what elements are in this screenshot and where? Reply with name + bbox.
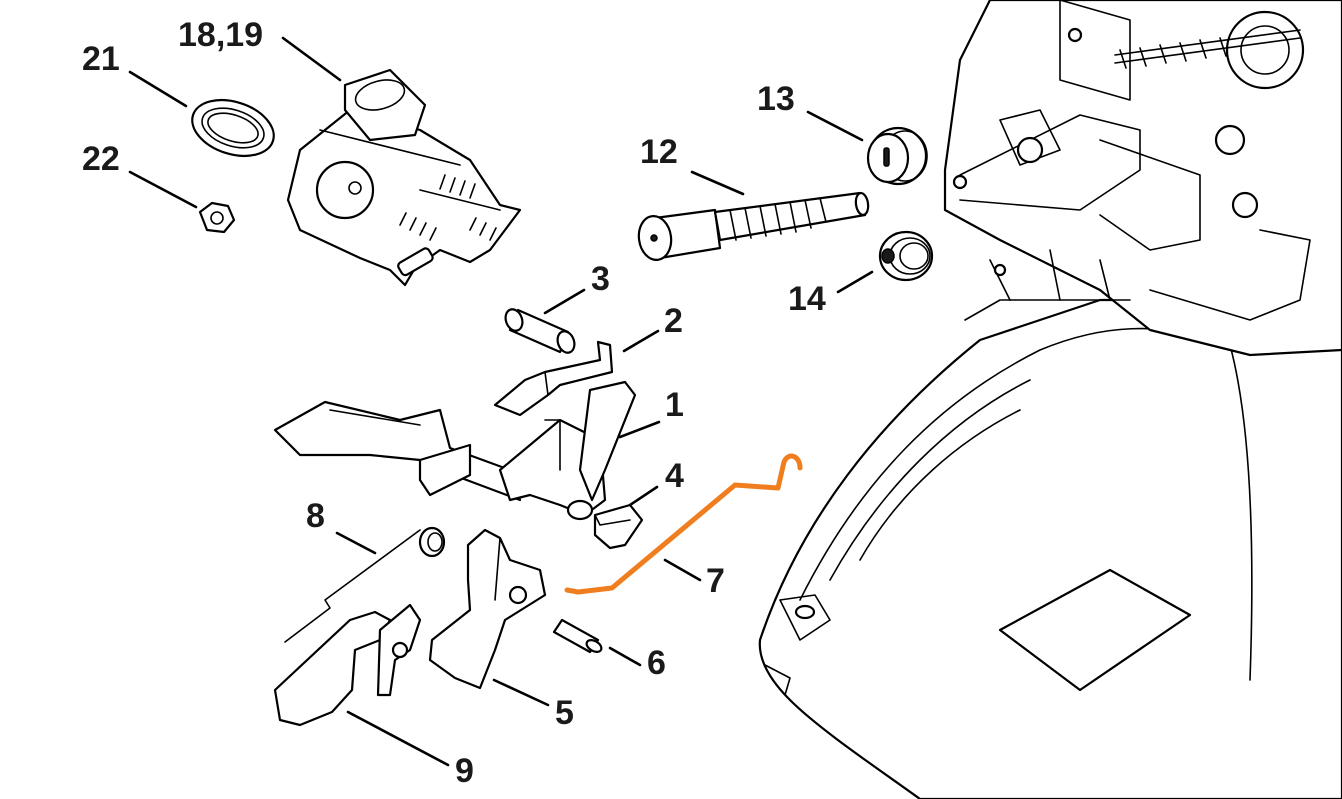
part-2-lever [493, 340, 614, 417]
part-6-pin [552, 618, 603, 654]
callout-22: 22 [82, 140, 120, 178]
part-14-spring [878, 230, 934, 282]
callout-3: 3 [591, 260, 610, 298]
callout-18-19: 18,19 [178, 16, 263, 54]
part-18-19-carburetor [286, 68, 522, 287]
housing [758, 0, 1342, 799]
callout-labels: 18,19 21 22 12 13 14 3 2 1 4 7 6 5 8 9 [82, 16, 826, 790]
callout-5: 5 [555, 694, 574, 732]
leader-lines [128, 36, 874, 767]
part-7-throttle-rod [564, 453, 803, 595]
part-9-handle-lever [273, 603, 422, 727]
callout-1: 1 [665, 386, 684, 424]
callout-9: 9 [455, 752, 474, 790]
callout-21: 21 [82, 40, 120, 78]
part-5-lockout-lever [428, 528, 547, 690]
callout-7: 7 [706, 562, 725, 600]
callout-13: 13 [757, 80, 795, 118]
callout-14: 14 [788, 280, 826, 318]
part-3-pin [504, 308, 576, 354]
part-12-bushing [637, 191, 870, 261]
part-22-nut [198, 201, 236, 234]
part-1-trigger-shaft [273, 380, 637, 521]
callout-2: 2 [664, 302, 683, 340]
part-8-spring [284, 526, 446, 643]
part-13-grommet [866, 126, 928, 186]
callout-4: 4 [665, 457, 684, 495]
callout-6: 6 [647, 644, 666, 682]
callout-12: 12 [640, 133, 678, 171]
part-21-gasket [191, 98, 275, 158]
callout-8: 8 [306, 497, 325, 535]
part-4-block [593, 503, 644, 550]
